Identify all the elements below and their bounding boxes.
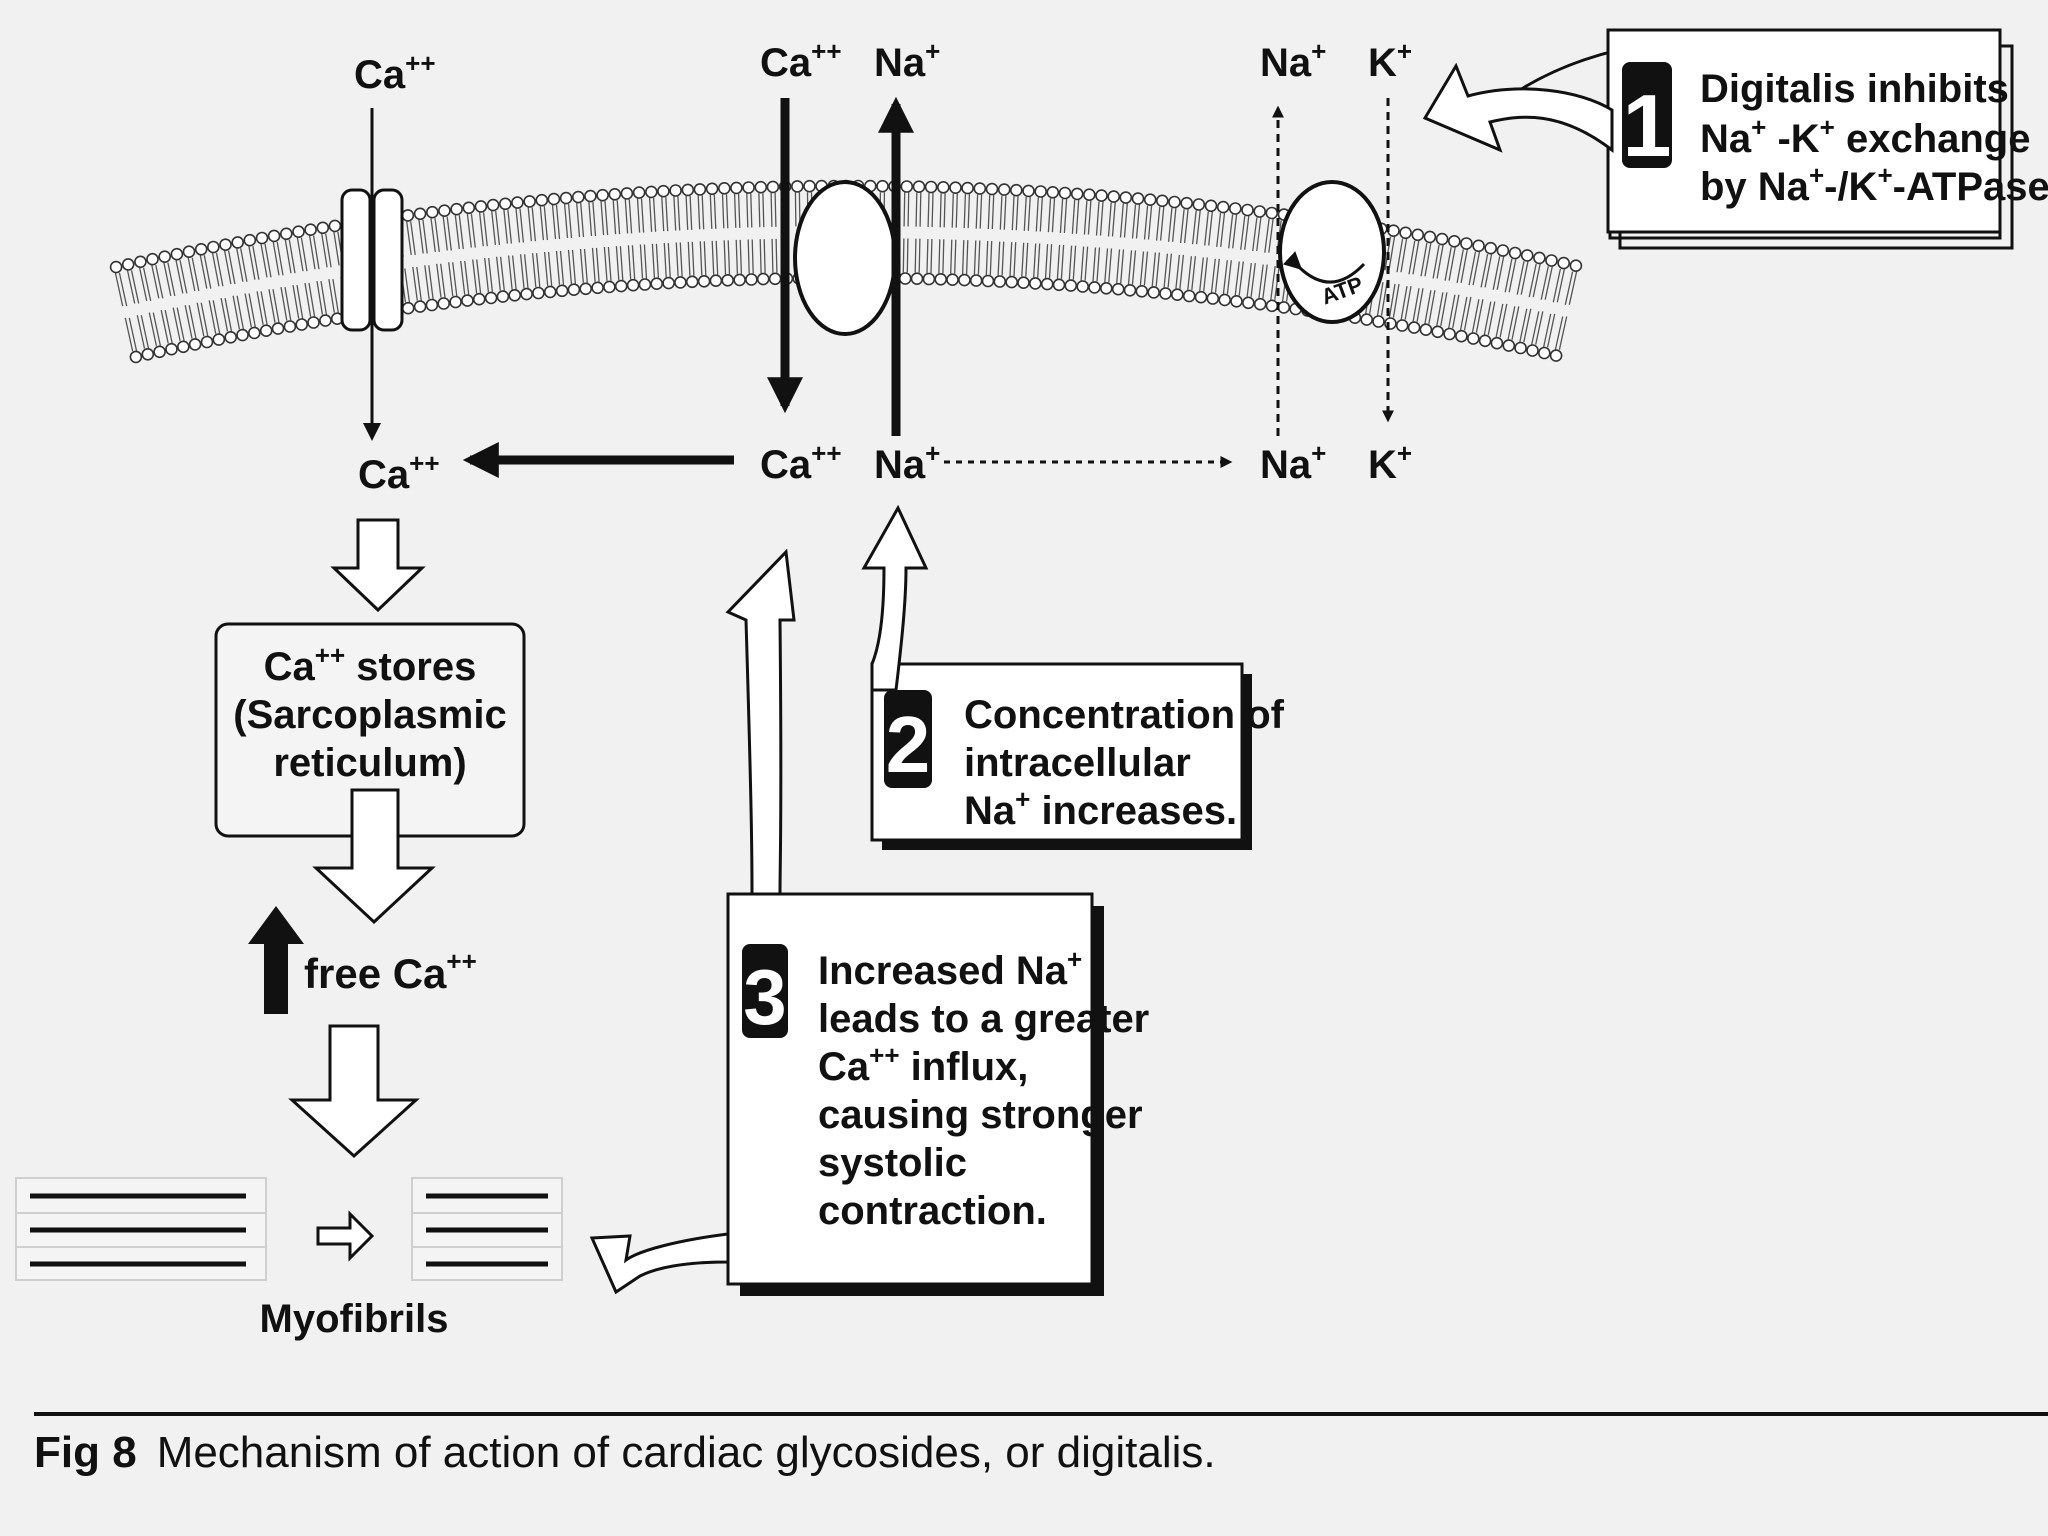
stores-ca: Ca: [264, 645, 316, 689]
ion-ca: Ca: [358, 453, 410, 497]
svg-text:Na+: Na+: [1260, 438, 1326, 487]
ion-na: Na: [1260, 443, 1312, 487]
increase-arrow-icon: [248, 906, 304, 1014]
ion-charge: ++: [811, 36, 841, 66]
svg-text:Ca++: Ca++: [760, 438, 842, 487]
ion-labels-inside: Ca++ Ca++ Na+ Na+ K+: [358, 438, 1412, 497]
step-3-line2: leads to a greater: [818, 997, 1149, 1041]
ion-charge: +: [925, 36, 940, 66]
step-3-callout: 3 Increased Na+ leads to a greater Ca++ …: [589, 548, 1149, 1296]
free-ca-to-myofibrils-arrow: [288, 1024, 420, 1159]
figure-number: Fig 8: [34, 1428, 137, 1477]
step-2-line2: intracellular: [964, 741, 1191, 785]
ion-charge: +: [1311, 36, 1326, 66]
step-3-number: 3: [743, 953, 786, 1041]
svg-text:Ca++: Ca++: [354, 48, 436, 97]
ion-na: Na: [874, 443, 926, 487]
svg-text:Ca++ stores: Ca++ stores: [264, 640, 477, 689]
na-ca-exchanger: [793, 180, 897, 336]
stores-line3: reticulum): [273, 741, 466, 785]
svg-text:Na+: Na+: [874, 438, 940, 487]
ion-charge: ++: [446, 946, 476, 976]
svg-text:Na+: Na+: [874, 36, 940, 85]
ion-charge: +: [925, 438, 940, 468]
svg-text:Ca++: Ca++: [760, 36, 842, 85]
ion-na: Na: [1260, 41, 1312, 85]
myofibrils-label: Myofibrils: [260, 1297, 449, 1341]
svg-text:K+: K+: [1368, 438, 1412, 487]
ion-charge: ++: [315, 640, 345, 670]
ion-charge: +: [1311, 438, 1326, 468]
free-ca-label: free Ca: [304, 950, 447, 997]
ion-charge: ++: [409, 448, 439, 478]
ca-to-stores-arrow: [330, 518, 426, 613]
caption-text: Mechanism of action of cardiac glycoside…: [156, 1428, 1216, 1477]
stores-line2: (Sarcoplasmic: [233, 693, 506, 737]
ion-charge: ++: [405, 48, 435, 78]
myofibril-contracted: [411, 1177, 563, 1281]
svg-text:Increased Na+: Increased Na+: [818, 944, 1082, 993]
svg-text:free Ca++: free Ca++: [304, 946, 477, 997]
step-3-line6: contraction.: [818, 1189, 1047, 1233]
ion-charge: +: [1397, 438, 1412, 468]
stores-release-arrow: [312, 788, 436, 925]
mechanism-diagram: ATP Ca++ Ca++ Na+ Na+ K+ Ca++ Ca++ Na+ N…: [15, 28, 2048, 1341]
step-1-number: 1: [1623, 76, 1672, 175]
step-3-line4: causing stronger: [818, 1093, 1143, 1137]
step-1-line1: Digitalis inhibits: [1700, 67, 2009, 111]
svg-text:Na+ -K+ exchange: Na+ -K+ exchange: [1700, 112, 2031, 161]
calcium-channel: [340, 188, 404, 332]
ion-ca: Ca: [760, 443, 812, 487]
ion-charge: +: [1397, 36, 1412, 66]
caption-divider: [34, 1412, 2048, 1416]
svg-text:Na+ increases.: Na+ increases.: [964, 784, 1237, 833]
contraction-arrow-icon: [316, 1210, 375, 1262]
svg-text:by Na+-/K+-ATPase.: by Na+-/K+-ATPase.: [1700, 160, 2048, 209]
ion-k: K: [1368, 443, 1397, 487]
step-3-line5: systolic: [818, 1141, 967, 1185]
na-k-atpase-pump: ATP: [1278, 180, 1386, 324]
ion-na: Na: [874, 41, 926, 85]
step-2-number: 2: [886, 700, 931, 789]
ion-charge: ++: [811, 438, 841, 468]
ion-ca: Ca: [354, 53, 406, 97]
ion-labels-outside: Ca++ Ca++ Na+ Na+ K+: [354, 36, 1412, 97]
ion-k: K: [1368, 41, 1397, 85]
step-2-callout: 2 Concentration of intracellular Na+ inc…: [861, 504, 1285, 850]
ion-ca: Ca: [760, 41, 812, 85]
svg-text:K+: K+: [1368, 36, 1412, 85]
step-1-callout: 1 Digitalis inhibits Na+ -K+ exchange by…: [1422, 28, 2048, 250]
svg-text:Na+: Na+: [1260, 36, 1326, 85]
svg-text:Ca++ influx,: Ca++ influx,: [818, 1040, 1028, 1089]
myofibril-relaxed: [15, 1177, 267, 1281]
stores-label: stores: [345, 645, 476, 689]
figure-caption: Fig 8 Mechanism of action of cardiac glyc…: [34, 1428, 1216, 1478]
step-2-line1: Concentration of: [964, 693, 1285, 737]
svg-text:Ca++: Ca++: [358, 448, 440, 497]
